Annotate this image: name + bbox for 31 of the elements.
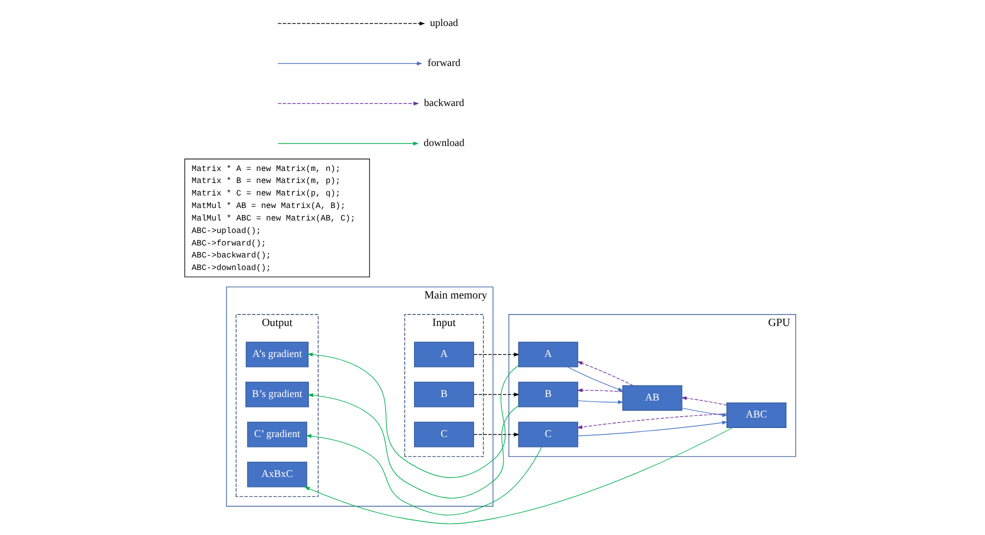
arrow — [680, 396, 726, 406]
arrow — [306, 352, 518, 478]
node-box: AxBxC — [246, 462, 307, 488]
arrow — [473, 392, 519, 396]
arrow — [566, 366, 624, 392]
node-box: AB — [622, 385, 682, 411]
node-box: C’ gradient — [246, 422, 307, 448]
arrow — [307, 393, 518, 498]
node-box: A — [518, 342, 578, 368]
arrow — [681, 408, 728, 417]
arrow — [304, 427, 733, 524]
node-box: B — [518, 382, 578, 408]
node-box: B — [414, 382, 474, 408]
legend-label: forward — [427, 58, 460, 69]
node-box: C — [518, 422, 578, 448]
node-box: B’s gradient — [244, 382, 308, 408]
arrow — [473, 432, 519, 436]
legend-label: download — [423, 138, 464, 149]
arrow — [305, 434, 542, 516]
arrow — [577, 420, 728, 436]
arrow — [473, 352, 519, 356]
arrow — [576, 388, 622, 392]
arrow — [576, 413, 726, 429]
legend-label: upload — [429, 18, 458, 29]
node-box: ABC — [726, 402, 786, 428]
legend-label: backward — [423, 98, 464, 109]
node-box: A’s gradient — [245, 342, 308, 368]
node-box: A — [414, 342, 474, 368]
arrow — [576, 361, 633, 386]
arrow — [577, 400, 624, 404]
node-box: C — [414, 422, 474, 448]
